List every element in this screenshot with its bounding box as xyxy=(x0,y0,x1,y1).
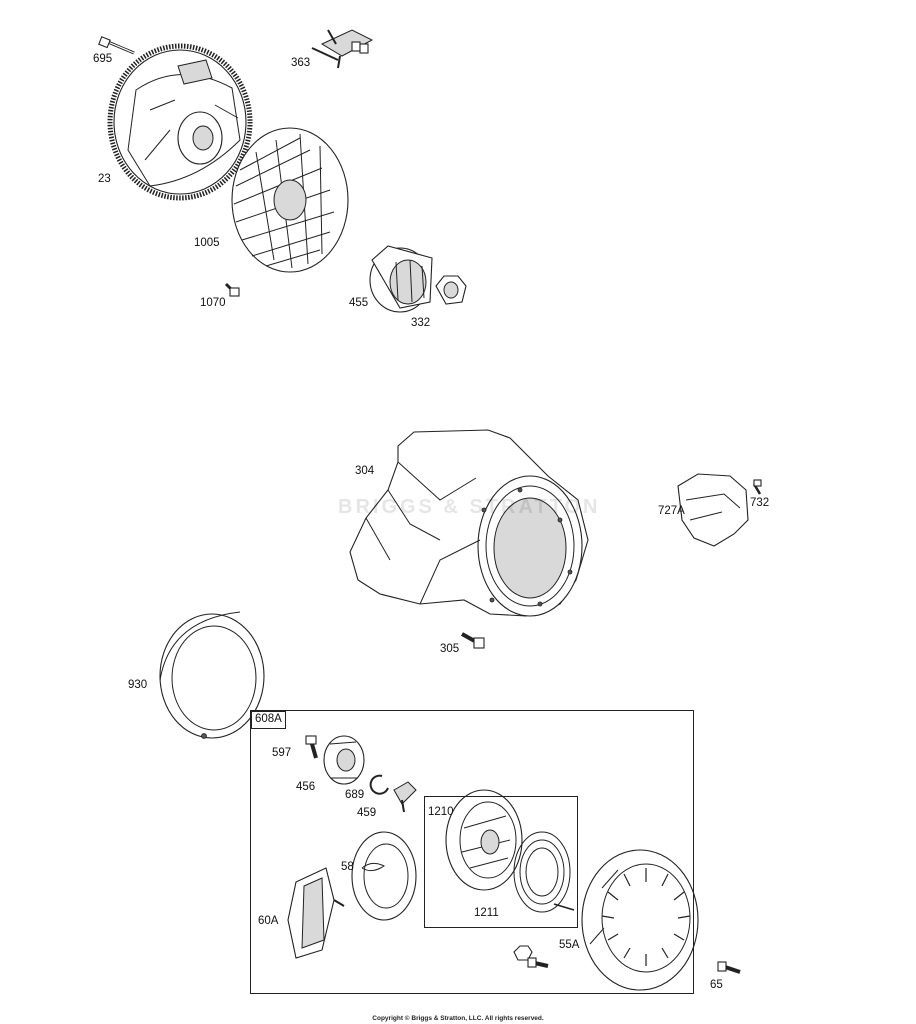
part-60A-label[interactable]: 60A xyxy=(258,915,279,927)
part-1210-drawing[interactable] xyxy=(445,789,523,891)
part-1070-label[interactable]: 1070 xyxy=(200,297,226,309)
part-332-drawing[interactable] xyxy=(435,275,467,305)
part-1005-drawing[interactable] xyxy=(231,127,349,273)
part-55A-label[interactable]: 55A xyxy=(559,939,580,951)
watermark: BRIGGS & STRATTON xyxy=(338,496,601,518)
part-695-label[interactable]: 695 xyxy=(93,53,113,65)
part-58-drawing[interactable] xyxy=(351,831,417,921)
part-727A-drawing[interactable] xyxy=(677,473,749,547)
part-455-drawing[interactable] xyxy=(369,245,433,313)
part-363-drawing[interactable] xyxy=(311,29,374,69)
copyright-notice: Copyright © Briggs & Stratton, LLC. All … xyxy=(372,1015,544,1022)
part-60A-drawing[interactable] xyxy=(287,867,345,959)
part-459-drawing[interactable] xyxy=(393,781,417,813)
part-1211-label[interactable]: 1211 xyxy=(474,907,499,919)
part-695-drawing[interactable] xyxy=(98,36,135,55)
kit-608A-frame xyxy=(250,710,694,994)
part-597-label[interactable]: 597 xyxy=(272,747,292,759)
part-930-label[interactable]: 930 xyxy=(128,679,148,691)
part-456-label[interactable]: 456 xyxy=(296,781,316,793)
kit-1210-label[interactable]: 1210 xyxy=(428,806,454,818)
part-455-label[interactable]: 455 xyxy=(349,297,369,309)
part-304-label[interactable]: 304 xyxy=(355,465,375,477)
part-23-drawing[interactable] xyxy=(107,43,253,201)
part-23-label[interactable]: 23 xyxy=(98,173,111,185)
part-65-drawing[interactable] xyxy=(717,961,741,974)
part-305-label[interactable]: 305 xyxy=(440,643,460,655)
part-58-label[interactable]: 58 xyxy=(341,861,354,873)
part-1005-label[interactable]: 1005 xyxy=(194,237,220,249)
part-732-label[interactable]: 732 xyxy=(750,497,770,509)
part-459-label[interactable]: 459 xyxy=(357,807,377,819)
part-55A-fasteners-drawing xyxy=(513,945,549,968)
part-597-drawing[interactable] xyxy=(305,735,318,759)
part-1211-drawing[interactable] xyxy=(513,831,575,913)
part-65-label[interactable]: 65 xyxy=(710,979,723,991)
kit-608A-label[interactable]: 608A xyxy=(251,711,286,729)
part-727A-label[interactable]: 727A xyxy=(658,505,685,517)
part-363-label[interactable]: 363 xyxy=(291,57,311,69)
kit-1210-frame xyxy=(424,796,578,928)
part-332-label[interactable]: 332 xyxy=(411,317,431,329)
part-930-drawing[interactable] xyxy=(159,611,265,739)
part-304-drawing[interactable] xyxy=(349,429,589,617)
part-689-drawing[interactable] xyxy=(369,774,389,795)
part-1070-drawing[interactable] xyxy=(224,282,240,297)
part-305-drawing[interactable] xyxy=(461,632,485,649)
part-689-label[interactable]: 689 xyxy=(345,789,365,801)
part-456-drawing[interactable] xyxy=(323,735,365,785)
part-55A-drawing[interactable] xyxy=(581,849,699,991)
part-732-drawing[interactable] xyxy=(752,479,762,495)
